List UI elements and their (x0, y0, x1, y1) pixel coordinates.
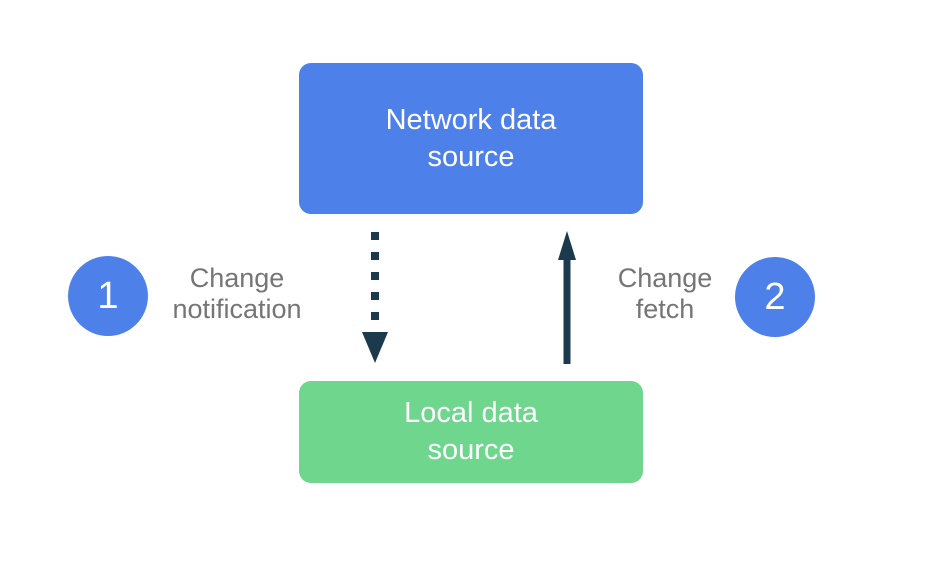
network-data-source-node: Network data source (299, 63, 643, 214)
local-data-source-node: Local data source (299, 381, 643, 483)
step-1-number: 1 (97, 275, 119, 317)
step-1-badge: 1 (68, 256, 148, 336)
network-data-source-label: Network data source (385, 103, 557, 173)
local-data-source-label: Local data source (404, 397, 538, 466)
change-fetch-label: Change fetch (617, 263, 713, 324)
change-notification-dotted-arrow-icon (362, 232, 388, 363)
change-notification-label: Change notification (172, 263, 302, 324)
solid-arrow-head (558, 231, 576, 260)
dotted-arrow-head (362, 332, 388, 363)
step-2-badge: 2 (735, 257, 815, 337)
change-fetch-solid-arrow-icon (558, 231, 576, 364)
step-2-number: 2 (764, 276, 786, 318)
